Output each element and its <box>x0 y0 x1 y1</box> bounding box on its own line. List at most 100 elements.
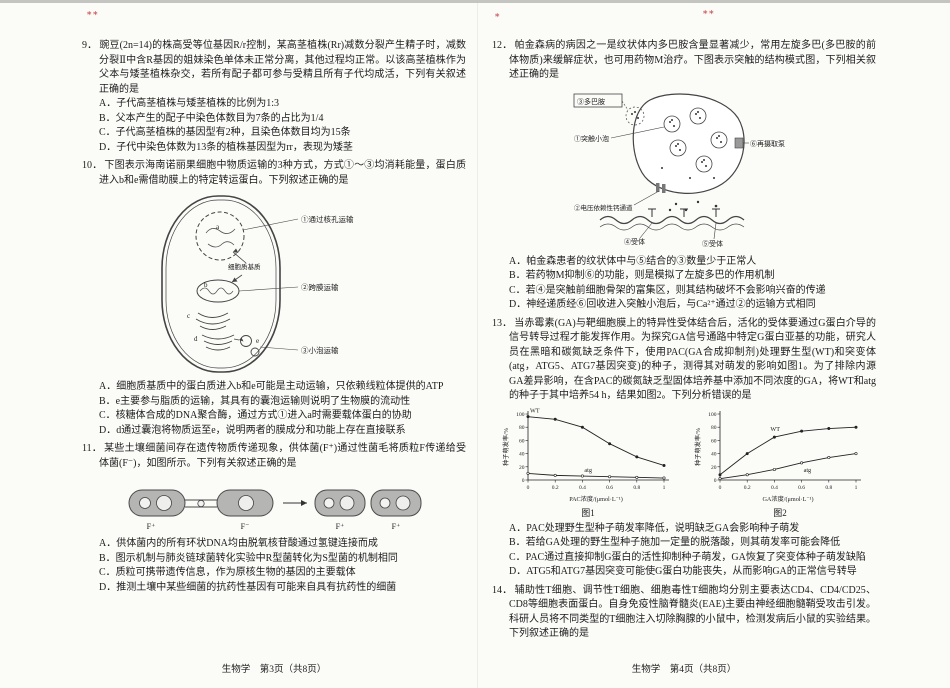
question-number: 14． <box>492 584 513 596</box>
svg-text:100: 100 <box>708 412 717 418</box>
svg-text:种子萌发率/%: 种子萌发率/% <box>502 428 510 466</box>
question-12: 12．帕金森病的病因之一是纹状体内多巴胺含量显著减少，常用左旋多巴(多巴胺的前体… <box>492 39 876 313</box>
receptor-shapes <box>647 208 720 217</box>
svg-text:0: 0 <box>719 485 722 491</box>
organelle-letter-a: a <box>216 223 220 231</box>
question-10-option-a: A．细胞质基质中的蛋白质进入b和e可能是主动运输，只依赖线粒体提供的ATP <box>99 381 444 392</box>
synaptic-vesicles <box>663 107 727 172</box>
question-12-stem: 12．帕金森病的病因之一是纹状体内多巴胺含量显著减少，常用左旋多巴(多巴胺的前体… <box>492 39 876 83</box>
question-9-option-b: B．父本产生的配子中染色体数目为7条的占比为1/4 <box>99 112 324 124</box>
question-14: 14．辅助性T细胞、调节性T细胞、细胞毒性T细胞均分别主要表达CD4、CD4/C… <box>492 584 876 642</box>
svg-text:种子萌发率/%: 种子萌发率/% <box>694 428 702 466</box>
question-14-stem: 14．辅助性T细胞、调节性T细胞、细胞毒性T细胞均分别主要表达CD4、CD4/C… <box>492 584 876 642</box>
question-stem-text: 下图表示海南诺丽果细胞中物质运输的3种方式，方式①～③均消耗能量，蛋白质进入b和… <box>99 160 467 186</box>
er-shape <box>195 312 231 330</box>
svg-text:1: 1 <box>663 485 666 491</box>
svg-text:0.8: 0.8 <box>825 485 832 491</box>
cytosol-label: 细胞质基质 <box>228 262 261 271</box>
question-11-option-c: C．质粒可携带遗传信息，作为原核生物的基因的主要载体 <box>99 567 356 578</box>
question-11-option-a: A．供体菌内的所有环状DNA均由脱氧核苷酸通过氢键连接而成 <box>99 538 378 549</box>
question-10: 10．下图表示海南诺丽果细胞中物质运输的3种方式，方式①～③均消耗能量，蛋白质进… <box>82 159 466 438</box>
organelle-letter-d: d <box>194 335 198 343</box>
svg-text:100: 100 <box>516 412 525 418</box>
svg-text:60: 60 <box>519 438 525 444</box>
question-13-option-b: B．若给GA处理的野生型种子施加一定量的脱落酸，则其萌发率可能会降低 <box>509 537 841 549</box>
bacterium-label-f-plus: F⁺ <box>392 522 401 531</box>
vesicle-label: ①突触小泡 <box>574 134 609 143</box>
question-10-option-d: D．d通过囊泡将物质运至e，说明两者的膜成分和功能上存在直接联系 <box>99 424 406 436</box>
bacterium-label-f-plus: F⁺ <box>336 522 345 531</box>
question-stem-text: 辅助性T细胞、调节性T细胞、细胞毒性T细胞均分别主要表达CD4、CD4/CD25… <box>509 584 877 640</box>
question-12-option-c: C．若④是突触前细胞骨架的富集区，则其结构破坏不会影响兴奋的传递 <box>509 284 826 296</box>
page-4-footer: 生物学 第4页（共8页） <box>631 665 737 675</box>
question-13-option-a: A．PAC处理野生型种子萌发率降低，说明缺乏GA会影响种子萌发 <box>509 522 800 534</box>
organelle-letter-c: c <box>187 312 190 320</box>
svg-text:60: 60 <box>711 438 717 444</box>
svg-text:20: 20 <box>711 464 717 470</box>
question-13-option-d: D．ATG5和ATG7基因突变可能使G蛋白功能丧失，从而影响GA的正常信号转导 <box>509 566 857 578</box>
svg-text:atg: atg <box>584 467 592 474</box>
receptor4-label: ④受体 <box>624 237 645 246</box>
postsynaptic-membrane-shape <box>599 215 744 224</box>
red-ink-mark: ∗ <box>494 10 501 20</box>
svg-text:0: 0 <box>527 485 530 491</box>
svg-text:0.8: 0.8 <box>633 485 640 491</box>
question-number: 9． <box>82 40 98 51</box>
question-stem-text: 当赤霉素(GA)与靶细胞膜上的特异性受体结合后，活化的受体要通过G蛋白介导的信号… <box>509 317 877 402</box>
svg-text:0.4: 0.4 <box>771 485 778 491</box>
svg-text:20: 20 <box>519 464 525 470</box>
transport-label-2: ②跨膜运输 <box>301 282 339 292</box>
presynaptic-terminal-shape <box>632 92 745 194</box>
arrow-icon <box>301 500 307 506</box>
dopamine-label: ③多巴胺 <box>577 97 605 106</box>
chart-1-caption: 图1 <box>581 508 595 518</box>
page-3-column: 9．豌豆(2n=14)的株高受等位基因R/r控制，某高茎植株(Rr)减数分裂产生… <box>82 39 466 599</box>
svg-text:0.4: 0.4 <box>579 485 586 491</box>
bacteria-conjugation-figure: F⁺ F⁻ F⁺ F⁺ <box>82 474 466 534</box>
svg-text:40: 40 <box>711 451 717 457</box>
red-ink-mark: ∗∗ <box>702 7 715 17</box>
organelle-letter-b: b <box>204 281 208 289</box>
reuptake-pump-label: ⑥再摄取泵 <box>750 139 785 148</box>
svg-text:80: 80 <box>711 425 717 431</box>
svg-text:PAC浓度/(μmol·L⁻¹): PAC浓度/(μmol·L⁻¹) <box>569 495 623 503</box>
question-number: 12． <box>492 40 513 51</box>
page-4-column: 12．帕金森病的病因之一是纹状体内多巴胺含量显著减少，常用左旋多巴(多巴胺的前体… <box>492 39 876 646</box>
svg-text:GA浓度/(μmol·L⁻¹): GA浓度/(μmol·L⁻¹) <box>762 495 813 503</box>
calcium-channel-label: ②电压依赖性钙通道 <box>574 203 633 212</box>
question-10-stem: 10．下图表示海南诺丽果细胞中物质运输的3种方式，方式①～③均消耗能量，蛋白质进… <box>82 159 466 188</box>
svg-text:atg: atg <box>804 466 812 473</box>
vesicle-shape <box>250 347 260 357</box>
svg-text:0.2: 0.2 <box>744 485 751 491</box>
svg-text:0.6: 0.6 <box>606 485 613 491</box>
bacterium-label-f-plus: F⁺ <box>147 522 156 531</box>
question-stem-text: 某些土壤细菌间存在遗传物质传递现象，供体菌(F⁺)通过性菌毛将质粒F传递给受体菌… <box>99 443 466 469</box>
red-ink-mark: ∗∗ <box>86 8 99 18</box>
question-11-option-b: B．图示机制与肺炎链球菌转化实验中R型菌转化为S型菌的机制相同 <box>99 552 398 564</box>
question-9-option-d: D．子代中染色体数为13条的植株基因型为rr，表现为矮茎 <box>99 141 353 153</box>
question-11: 11．某些土壤细菌间存在遗传物质传递现象，供体菌(F⁺)通过性菌毛将质粒F传递给… <box>82 442 466 595</box>
nucleus-shape <box>195 211 245 261</box>
reuptake-pump-shape <box>734 137 743 148</box>
cell-transport-figure: a b 细胞质基质 c d <box>82 191 466 377</box>
question-10-option-c: C．核糖体合成的DNA聚合酶，通过方式①进入a时需要载体蛋白的协助 <box>99 410 412 421</box>
golgi-shape <box>201 334 235 351</box>
svg-text:0.6: 0.6 <box>798 485 805 491</box>
bacterium-label-f-minus: F⁻ <box>241 522 250 531</box>
svg-text:WT: WT <box>530 407 540 414</box>
question-11-stem: 11．某些土壤细菌间存在遗传物质传递现象，供体菌(F⁺)通过性菌毛将质粒F传递给… <box>82 442 466 471</box>
question-12-option-a: A．帕金森患者的纹状体中与⑤结合的③数量少于正常人 <box>509 255 757 267</box>
question-number: 10． <box>82 160 103 171</box>
svg-text:0: 0 <box>714 478 717 484</box>
chart-2-caption: 图2 <box>773 508 787 518</box>
transport-label-1: ①通过核孔运输 <box>301 214 354 224</box>
question-9-stem: 9．豌豆(2n=14)的株高受等位基因R/r控制，某高茎植株(Rr)减数分裂产生… <box>82 39 466 97</box>
synapse-figure: ③多巴胺 ①突触小泡 ②电压依赖性钙通道 ⑥再摄取泵 <box>492 86 876 252</box>
page-3-footer: 生物学 第3页（共8页） <box>221 665 327 675</box>
question-11-option-d: D．推测土壤中某些细菌的抗药性基因有可能来自具有抗药性的细菌 <box>99 581 397 593</box>
transport-label-3: ③小泡运输 <box>301 345 339 355</box>
